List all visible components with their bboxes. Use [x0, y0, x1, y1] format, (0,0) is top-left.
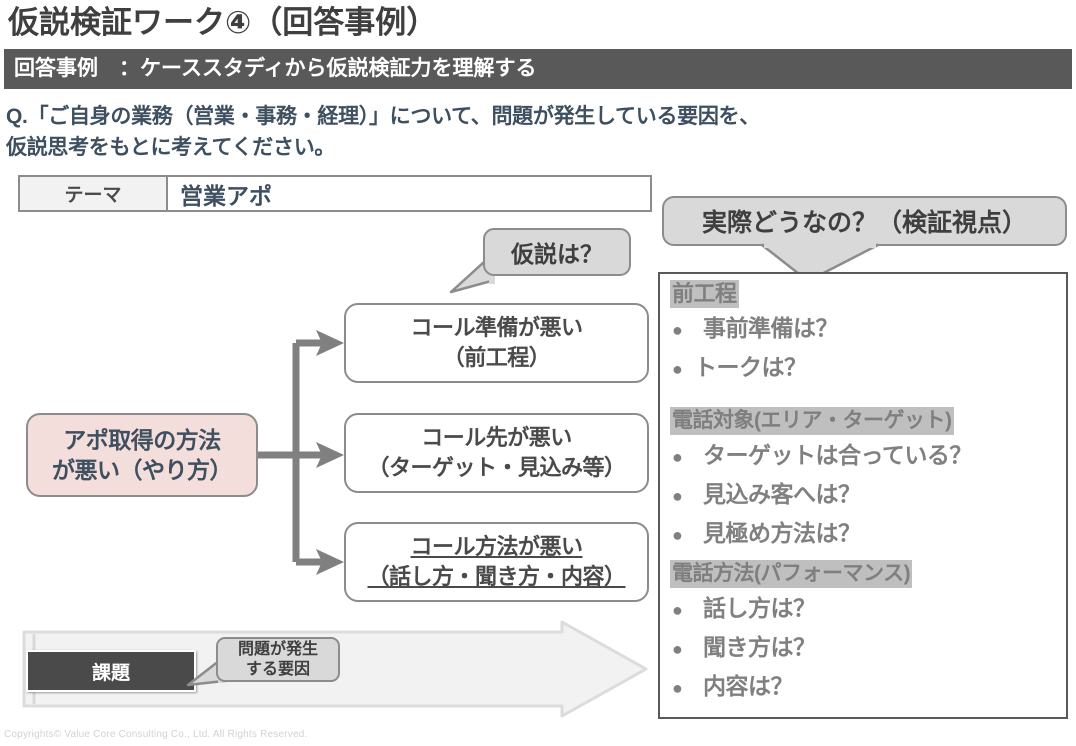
hypothesis-box-2: コール先が悪い （ターゲット・見込み等） — [344, 413, 649, 493]
issue-callout-line-2: する要因 — [245, 660, 310, 678]
bullet-icon: ● — [672, 447, 683, 467]
detail-item: ● 内容は？ — [670, 669, 1062, 705]
issue-callout: 問題が発生 する要因 — [216, 637, 340, 682]
hypothesis-callout: 仮説は？ — [483, 228, 631, 276]
bullet-icon: ● — [672, 525, 683, 545]
detail-item: ● 聞き方は？ — [670, 630, 1062, 666]
theme-label: テーマ — [20, 177, 168, 210]
issue-box: 課題 — [26, 650, 196, 692]
detail-item-label: 見込み客へは？ — [703, 481, 861, 507]
verification-callout: 実際どうなの？（検証視点） — [662, 196, 1067, 246]
hypothesis-box-2-line-1: コール先が悪い — [421, 425, 572, 450]
hypothesis-box-1: コール準備が悪い （前工程） — [344, 303, 649, 383]
copyright-footer: Copyrights© Value Core Consulting Co., L… — [4, 729, 308, 740]
hypothesis-box-3: コール方法が悪い （話し方・聞き方・内容） — [344, 522, 649, 602]
question-text: Q.「ご自身の業務（営業・事務・経理）」について、問題が発生している要因を、 仮… — [6, 101, 1026, 163]
detail-group-3-heading: 電話方法(パフォーマンス) — [670, 560, 913, 588]
detail-item: ● ターゲットは合っている？ — [670, 438, 1062, 474]
detail-item-label: トークは？ — [694, 354, 807, 380]
detail-item: ● 事前準備は？ — [670, 311, 1062, 347]
detail-item: ● 見極め方法は？ — [670, 516, 1062, 552]
detail-item-label: 聞き方は？ — [703, 634, 816, 660]
page-title: 仮説検証ワーク④（回答事例） — [8, 5, 438, 40]
bullet-icon: ● — [672, 639, 683, 659]
detail-group-1-heading: 前工程 — [670, 280, 739, 308]
detail-item: ● トークは？ — [670, 350, 1062, 386]
hypothesis-box-3-line-2: （話し方・聞き方・内容） — [367, 564, 626, 589]
detail-item: ● 見込み客へは？ — [670, 477, 1062, 513]
section-band-label: 回答事例 ：ケーススタディから仮説検証力を理解する — [14, 57, 537, 80]
detail-group-2-heading: 電話対象(エリア・ターゲット) — [670, 407, 954, 435]
bullet-icon: ● — [672, 486, 683, 506]
issue-callout-line-1: 問題が発生 — [237, 640, 318, 658]
detail-item-label: 事前準備は？ — [703, 315, 839, 341]
detail-item-label: 見極め方法は？ — [703, 520, 861, 546]
detail-group-3: 電話方法(パフォーマンス) ● 話し方は？ ● 聞き方は？ ● 内容は？ — [670, 560, 1062, 705]
bullet-icon: ● — [672, 678, 683, 698]
root-cause-line-1: アポ取得の方法 — [63, 427, 221, 453]
detail-item-label: ターゲットは合っている？ — [703, 442, 972, 468]
bullet-icon: ● — [672, 359, 683, 379]
hypothesis-box-1-line-2: （前工程） — [442, 345, 551, 370]
root-cause-box: アポ取得の方法 が悪い（やり方） — [26, 413, 258, 497]
root-cause-line-2: が悪い（やり方） — [52, 457, 233, 483]
detail-group-1: 前工程 ● 事前準備は？ ● トークは？ — [670, 280, 1062, 386]
theme-value: 営業アポ — [180, 182, 272, 209]
question-line-1: Q.「ご自身の業務（営業・事務・経理）」について、問題が発生している要因を、 — [6, 105, 760, 128]
section-band: 回答事例 ：ケーススタディから仮説検証力を理解する — [4, 49, 1072, 89]
verification-detail-panel: 前工程 ● 事前準備は？ ● トークは？ 電話対象(エリア・ターゲット) ● タ… — [658, 272, 1068, 719]
theme-row: テーマ 営業アポ — [18, 175, 652, 212]
bullet-icon: ● — [672, 320, 683, 340]
hypothesis-box-1-line-1: コール準備が悪い — [410, 315, 583, 340]
question-line-2: 仮説思考をもとに考えてください。 — [6, 136, 336, 159]
bullet-icon: ● — [672, 600, 683, 620]
detail-group-2: 電話対象(エリア・ターゲット) ● ターゲットは合っている？ ● 見込み客へは？… — [670, 407, 1062, 552]
hypothesis-box-3-line-1: コール方法が悪い — [410, 534, 583, 559]
verification-callout-tail — [760, 243, 880, 283]
detail-item: ● 話し方は？ — [670, 591, 1062, 627]
hypothesis-box-2-line-2: （ターゲット・見込み等） — [367, 455, 626, 480]
detail-item-label: 話し方は？ — [703, 595, 816, 621]
detail-item-label: 内容は？ — [703, 673, 794, 699]
